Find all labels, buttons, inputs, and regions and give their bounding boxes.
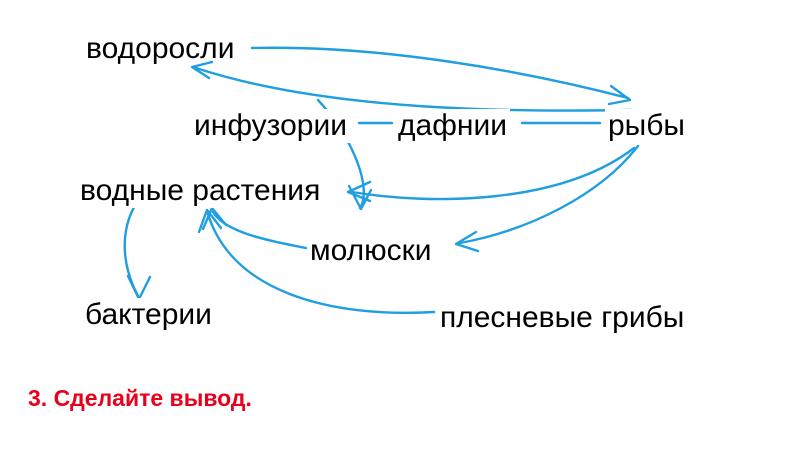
node-label-plesnevye-griby: плесневые грибы — [437, 301, 688, 335]
link-plesnevye-to-vodnye — [206, 212, 436, 314]
node-label-dafnii: дафнии — [395, 109, 510, 143]
arrowhead-vodorosli — [190, 60, 214, 80]
link-molyuski-to-vodnye — [211, 210, 308, 250]
node-label-molyuski: молюски — [307, 234, 435, 268]
node-label-infuzorii: инфузории — [191, 109, 350, 143]
node-label-bakterii: бактерии — [82, 298, 215, 332]
arrowhead-ryby-top — [607, 84, 632, 106]
arrowhead-vodnye-side — [346, 180, 372, 203]
node-label-vodnye-rasteniya: водные растения — [77, 174, 324, 208]
arrowhead-molyuski — [454, 230, 480, 253]
conclusion-instruction: 3. Сделайте вывод. — [28, 385, 252, 411]
node-label-ryby: рыбы — [605, 109, 688, 143]
arrowhead-vodnye-bottom — [197, 208, 223, 234]
link-vodorosli-to-ryby — [250, 46, 630, 100]
link-ryby-to-vodorosli — [194, 66, 634, 112]
link-ryby-to-vodnye — [350, 146, 636, 201]
link-ryby-to-molyuski — [458, 144, 640, 245]
node-label-vodorosli: водоросли — [86, 32, 235, 65]
arrowhead-vodnye-lower — [201, 206, 228, 231]
